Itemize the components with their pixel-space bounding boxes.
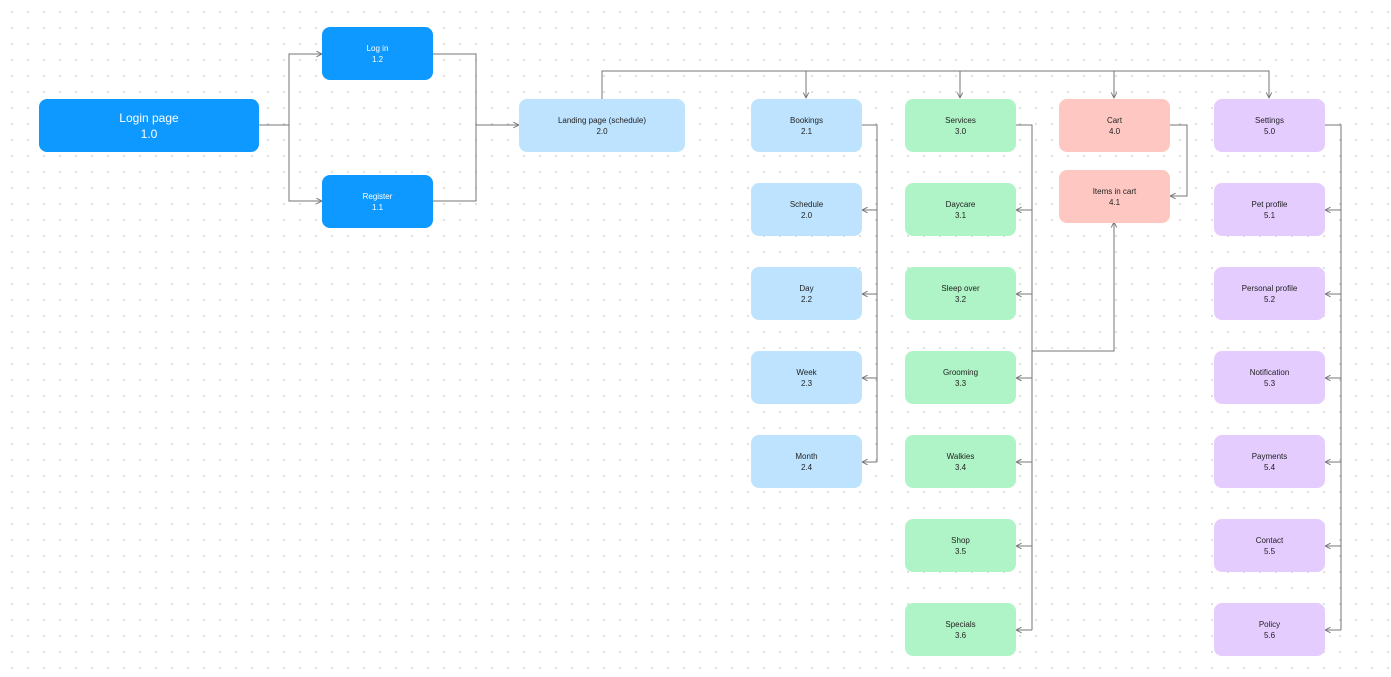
node-register[interactable]: Register 1.1 xyxy=(322,175,433,228)
node-code: 3.5 xyxy=(954,546,967,556)
node-title: Policy xyxy=(1258,619,1281,629)
connector-cart-to-items xyxy=(1170,124,1188,196)
node-grooming[interactable]: Grooming 3.3 xyxy=(905,351,1016,404)
node-day[interactable]: Day 2.2 xyxy=(751,267,862,320)
node-cart[interactable]: Cart 4.0 xyxy=(1059,99,1170,152)
node-personal-profile[interactable]: Personal profile 5.2 xyxy=(1214,267,1325,320)
node-code: 3.4 xyxy=(954,462,967,472)
node-title: Cart xyxy=(1106,115,1123,125)
node-payments[interactable]: Payments 5.4 xyxy=(1214,435,1325,488)
node-month[interactable]: Month 2.4 xyxy=(751,435,862,488)
node-code: 5.4 xyxy=(1263,462,1276,472)
node-code: 2.1 xyxy=(800,126,813,136)
node-title: Services xyxy=(945,115,976,125)
node-week[interactable]: Week 2.3 xyxy=(751,351,862,404)
node-title: Daycare xyxy=(945,199,976,209)
node-title: Pet profile xyxy=(1251,199,1288,209)
node-code: 2.4 xyxy=(800,462,813,472)
node-specials[interactable]: Specials 3.6 xyxy=(905,603,1016,656)
node-code: 5.6 xyxy=(1263,630,1276,640)
node-title: Contact xyxy=(1255,535,1284,545)
node-code: 2.0 xyxy=(800,210,813,220)
node-title: Personal profile xyxy=(1241,283,1298,293)
node-code: 4.1 xyxy=(1108,197,1121,207)
connector-services-to-items-in-cart xyxy=(1032,222,1114,352)
node-title: Items in cart xyxy=(1092,186,1137,196)
node-title: Register xyxy=(362,191,393,201)
node-shop[interactable]: Shop 3.5 xyxy=(905,519,1016,572)
node-items-in-cart[interactable]: Items in cart 4.1 xyxy=(1059,170,1170,223)
node-landing-page[interactable]: Landing page (schedule) 2.0 xyxy=(519,99,685,152)
node-daycare[interactable]: Daycare 3.1 xyxy=(905,183,1016,236)
node-sleep-over[interactable]: Sleep over 3.2 xyxy=(905,267,1016,320)
node-code: 5.3 xyxy=(1263,378,1276,388)
node-title: Log in xyxy=(366,43,389,53)
node-code: 1.0 xyxy=(140,126,158,141)
node-title: Payments xyxy=(1251,451,1288,461)
node-title: Week xyxy=(796,367,817,377)
node-policy[interactable]: Policy 5.6 xyxy=(1214,603,1325,656)
node-log-in[interactable]: Log in 1.2 xyxy=(322,27,433,80)
node-title: Notification xyxy=(1249,367,1290,377)
node-title: Login page xyxy=(119,110,179,125)
node-title: Schedule xyxy=(789,199,824,209)
node-title: Shop xyxy=(951,535,970,545)
node-title: Grooming xyxy=(942,367,979,377)
node-code: 1.2 xyxy=(371,54,384,64)
node-code: 5.0 xyxy=(1263,126,1276,136)
node-title: Bookings xyxy=(790,115,823,125)
node-code: 3.6 xyxy=(954,630,967,640)
node-settings[interactable]: Settings 5.0 xyxy=(1214,99,1325,152)
connector-login-to-register xyxy=(288,125,322,201)
node-notification[interactable]: Notification 5.3 xyxy=(1214,351,1325,404)
node-code: 5.5 xyxy=(1263,546,1276,556)
node-code: 3.1 xyxy=(954,210,967,220)
node-title: Day xyxy=(799,283,814,293)
node-code: 5.1 xyxy=(1263,210,1276,220)
node-schedule[interactable]: Schedule 2.0 xyxy=(751,183,862,236)
node-title: Landing page (schedule) xyxy=(557,115,647,125)
node-code: 3.2 xyxy=(954,294,967,304)
node-login-page[interactable]: Login page 1.0 xyxy=(39,99,259,152)
node-code: 3.0 xyxy=(954,126,967,136)
connector-login-to-login xyxy=(259,54,322,126)
node-title: Walkies xyxy=(946,451,975,461)
node-code: 1.1 xyxy=(371,202,384,212)
node-code: 5.2 xyxy=(1263,294,1276,304)
node-title: Sleep over xyxy=(941,283,980,293)
node-pet-profile[interactable]: Pet profile 5.1 xyxy=(1214,183,1325,236)
node-contact[interactable]: Contact 5.5 xyxy=(1214,519,1325,572)
node-bookings[interactable]: Bookings 2.1 xyxy=(751,99,862,152)
node-code: 2.0 xyxy=(596,126,608,136)
node-title: Month xyxy=(795,451,818,461)
node-title: Settings xyxy=(1255,115,1284,125)
connector-login-to-landing xyxy=(433,53,477,202)
node-services[interactable]: Services 3.0 xyxy=(905,99,1016,152)
node-title: Specials xyxy=(945,619,976,629)
connector-bookings-spine xyxy=(862,124,878,462)
node-code: 3.3 xyxy=(954,378,967,388)
connector-landing-to-sections xyxy=(601,70,1269,99)
node-code: 2.3 xyxy=(800,378,813,388)
node-code: 4.0 xyxy=(1108,126,1121,136)
node-walkies[interactable]: Walkies 3.4 xyxy=(905,435,1016,488)
node-code: 2.2 xyxy=(800,294,813,304)
